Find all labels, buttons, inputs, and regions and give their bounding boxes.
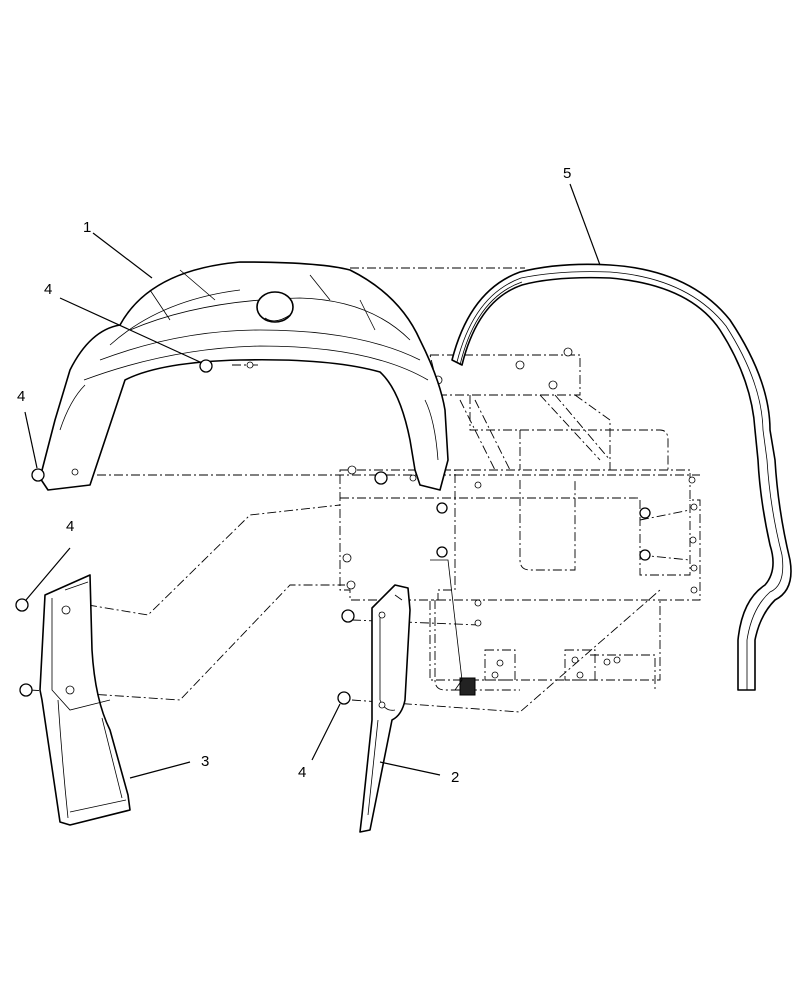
callout-5: 5 bbox=[563, 165, 571, 182]
part-3-left-trim bbox=[39, 574, 131, 826]
nut-center-upper bbox=[374, 471, 388, 485]
callout-4-bottom: 4 bbox=[298, 764, 306, 781]
part-5-seal-strip bbox=[430, 263, 792, 691]
nut-left-upper bbox=[31, 468, 45, 482]
callout-1: 1 bbox=[83, 219, 91, 236]
callout-3: 3 bbox=[201, 753, 209, 770]
callout-leaders bbox=[24, 183, 601, 779]
part-1-rear-panel bbox=[39, 261, 449, 491]
plate-bolt-holes bbox=[246, 347, 698, 696]
callout-2: 2 bbox=[451, 769, 459, 786]
nut-center-mid bbox=[341, 609, 355, 623]
nut-left-mid bbox=[15, 598, 29, 612]
part-4-nuts bbox=[15, 359, 388, 705]
part-2-center-trim bbox=[359, 584, 411, 833]
callout-4-mid: 4 bbox=[66, 518, 74, 535]
nut-center-lower bbox=[337, 691, 351, 705]
nut-top bbox=[199, 359, 213, 373]
callout-4-left: 4 bbox=[17, 388, 25, 405]
nut-left-lower bbox=[19, 683, 33, 697]
callout-labels: 1 4 4 4 3 4 2 5 bbox=[17, 165, 571, 786]
callout-4-top: 4 bbox=[44, 281, 52, 298]
